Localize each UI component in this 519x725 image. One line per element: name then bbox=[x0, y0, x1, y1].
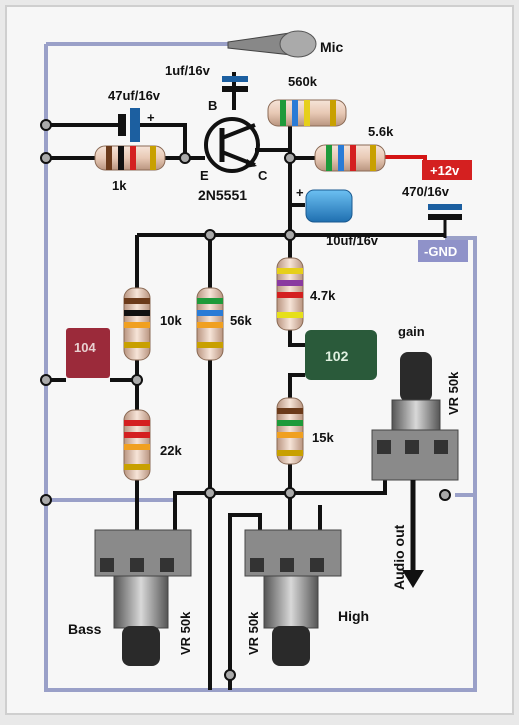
supply-label: +12v bbox=[430, 163, 460, 178]
c-coupling-label: 10uf/16v bbox=[326, 233, 379, 248]
collector-label: C bbox=[258, 168, 268, 183]
bass-pot-label: VR 50k bbox=[178, 611, 193, 655]
r-56k-label: 56k bbox=[230, 313, 252, 328]
transistor-symbol bbox=[204, 117, 260, 173]
resistor-10k bbox=[123, 287, 151, 361]
resistor-4k7 bbox=[276, 257, 304, 331]
c-input-label: 1uf/16v bbox=[165, 63, 211, 78]
r-emitter-label: 1k bbox=[112, 178, 127, 193]
resistor-560k bbox=[267, 99, 347, 127]
r-collector-label: 5.6k bbox=[368, 124, 394, 139]
coupling-capacitor bbox=[305, 189, 353, 223]
emitter-capacitor bbox=[118, 108, 140, 142]
c-emitter-label: 47uf/16v bbox=[108, 88, 161, 103]
r-15k-label: 15k bbox=[312, 430, 334, 445]
emitter-label: E bbox=[200, 168, 209, 183]
c-emitter-plus: + bbox=[147, 110, 155, 125]
c-coupling-plus: + bbox=[296, 185, 304, 200]
resistor-22k bbox=[123, 409, 151, 481]
cap-104 bbox=[66, 328, 110, 378]
cap-102-label: 102 bbox=[325, 348, 349, 364]
high-label: High bbox=[338, 608, 369, 624]
r-22k-label: 22k bbox=[160, 443, 182, 458]
cap-102 bbox=[305, 330, 377, 380]
junctions bbox=[40, 119, 451, 681]
bass-potentiometer bbox=[94, 529, 192, 666]
high-pot-label: VR 50k bbox=[246, 611, 261, 655]
resistor-56k bbox=[196, 287, 224, 361]
transistor-label: 2N5551 bbox=[198, 187, 247, 203]
high-potentiometer bbox=[244, 529, 342, 666]
gain-potentiometer bbox=[371, 352, 459, 481]
supply-capacitor bbox=[428, 204, 462, 238]
gain-label: gain bbox=[398, 324, 425, 339]
resistor-15k bbox=[276, 397, 304, 465]
mic-icon bbox=[227, 30, 317, 58]
r-10k-label: 10k bbox=[160, 313, 182, 328]
resistor-1k bbox=[94, 145, 166, 171]
resistor-5k6 bbox=[314, 144, 386, 172]
audio-out-arrow bbox=[402, 480, 424, 588]
r-4k7-label: 4.7k bbox=[310, 288, 336, 303]
input-capacitor bbox=[222, 76, 248, 92]
audio-out-label: Audio out bbox=[391, 524, 407, 590]
gnd-badge bbox=[418, 240, 468, 262]
cap-104-label: 104 bbox=[74, 340, 96, 355]
mic-label: Mic bbox=[320, 39, 344, 55]
c-supply-label: 470/16v bbox=[402, 184, 450, 199]
bass-label: Bass bbox=[68, 621, 102, 637]
r-bias-label: 560k bbox=[288, 74, 318, 89]
supply-badge bbox=[422, 160, 472, 180]
gnd-label: -GND bbox=[424, 244, 457, 259]
gain-pot-label: VR 50k bbox=[446, 371, 461, 415]
base-label: B bbox=[208, 98, 217, 113]
